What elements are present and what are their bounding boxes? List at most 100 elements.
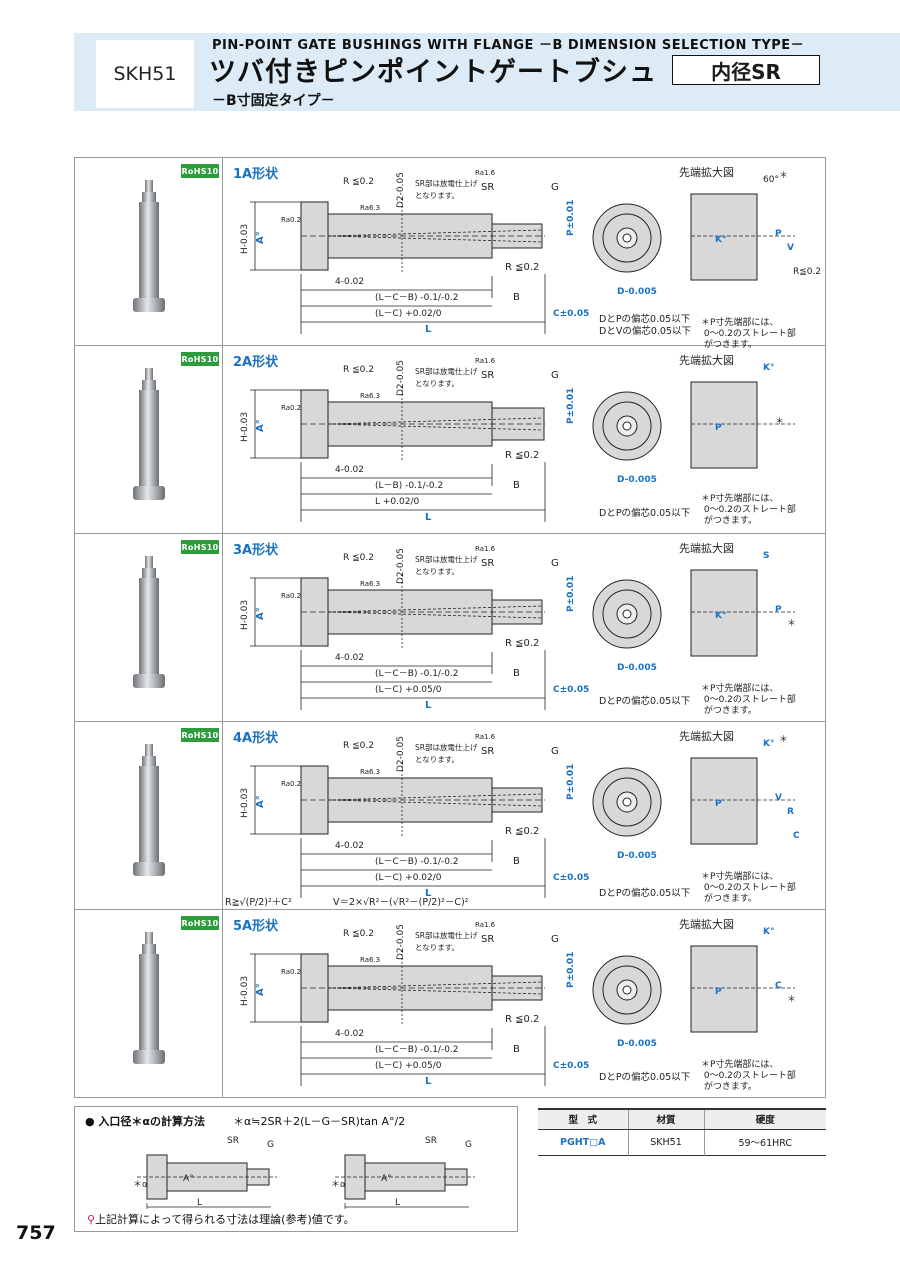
spec-hardness: 59～61HRC <box>738 1138 793 1149</box>
h-label: H-0.03 <box>240 788 250 818</box>
r02-label: R ≦0.2 <box>505 826 539 837</box>
material-box: SKH51 <box>96 40 194 108</box>
dim-line <box>327 981 543 989</box>
eccentricity-note: DとPの偏芯0.05以下 <box>599 508 691 519</box>
length-dim-label: (L－C－B) -0.1/-0.2 <box>375 1045 459 1055</box>
roughness-label: Ra6.3 <box>360 204 380 212</box>
sr-note: SR部は放電仕上げ <box>415 554 478 564</box>
d-label: D-0.005 <box>617 287 657 297</box>
dim-line <box>327 605 543 613</box>
calc-note: ⚲上記計算によって得られる寸法は理論(参考)値です。 <box>87 1211 355 1227</box>
zoom-label-text: V <box>775 793 782 803</box>
r02-label: R ≦0.2 <box>505 638 539 649</box>
length-dim-label: (L－C－B) -0.1/-0.2 <box>375 293 459 303</box>
straight-note: ＊P寸先端部には、 0～0.2のストレート部 がつきます。 <box>701 1060 796 1092</box>
straight-note: ＊P寸先端部には、 0～0.2のストレート部 がつきます。 <box>701 318 796 350</box>
calc-label: SR <box>425 1136 437 1146</box>
zoom-label-text: ＊ <box>779 735 788 745</box>
straight-note: ＊P寸先端部には、 0～0.2のストレート部 がつきます。 <box>701 684 796 716</box>
calc-note-text: 上記計算によって得られる寸法は理論(参考)値です。 <box>95 1213 355 1226</box>
dim-line <box>327 235 543 243</box>
zoom-label-text: K° <box>763 363 774 373</box>
eccentricity-note: DとPの偏芯0.05以下 <box>599 696 691 707</box>
zoom-label-text: K° <box>715 611 726 621</box>
shape-label: 4A形状 <box>233 731 279 746</box>
rohs-badge: RoHS10 <box>181 728 219 742</box>
zoom-label-text: ＊ <box>775 417 784 427</box>
c-label: C±0.05 <box>553 873 589 883</box>
photo-cell: RoHS10 <box>75 722 223 909</box>
zoom-label-text: ＊ <box>787 619 796 629</box>
r-flange-label: R ≦0.2 <box>343 741 374 751</box>
l-label: L <box>425 888 432 899</box>
formula-4a: V＝2×√R²－(√R²－(P/2)²－C)² <box>333 897 469 908</box>
end-view-hole <box>622 421 632 431</box>
length-dim-label: (L－C) +0.05/0 <box>375 685 442 695</box>
roughness-label: Ra0.2 <box>281 404 301 412</box>
zoom-label-text: K° <box>763 739 774 749</box>
end-view-hole <box>622 233 632 243</box>
subtitle: －B寸固定タイプ－ <box>212 93 335 109</box>
formula-4a: R≧√(P/2)²＋C² <box>225 897 292 908</box>
l-label: L <box>425 1076 432 1087</box>
spec-part-number: PGHT□A <box>538 1129 629 1155</box>
rohs-badge: RoHS10 <box>181 352 219 366</box>
b-label: B <box>513 480 520 491</box>
zoom-label: 先端拡大図 <box>679 166 734 179</box>
d2-label: D2-0.05 <box>396 924 406 960</box>
roughness-label: Ra0.2 <box>281 968 301 976</box>
end-view-hole <box>622 609 632 619</box>
p-label: P±0.01 <box>566 200 576 236</box>
calc-label: A° <box>183 1174 194 1184</box>
h-label: H-0.03 <box>240 224 250 254</box>
b-label: B <box>513 856 520 867</box>
zoom-label-text: V <box>787 243 794 253</box>
c-label: C±0.05 <box>553 1061 589 1071</box>
roughness-label: Ra6.3 <box>360 768 380 776</box>
calc-label: G <box>465 1140 472 1150</box>
shape-label: 2A形状 <box>233 355 279 370</box>
zoom-label-text: K° <box>715 235 726 245</box>
dim-line <box>327 417 543 425</box>
length-dim-label: (L－C－B) -0.1/-0.2 <box>375 857 459 867</box>
english-title: PIN-POINT GATE BUSHINGS WITH FLANGE －B D… <box>212 38 805 53</box>
rohs-badge: RoHS10 <box>181 916 219 930</box>
rohs-badge: RoHS10 <box>181 540 219 554</box>
sr-note: SR部は放電仕上げ <box>415 366 478 376</box>
d-label: D-0.005 <box>617 1039 657 1049</box>
product-photo <box>133 932 165 1064</box>
sr-note: となります。 <box>415 379 459 388</box>
zoom-label-text: R≦0.2 <box>793 267 821 277</box>
sr-note: SR部は放電仕上げ <box>415 178 478 188</box>
r-flange-label: R ≦0.2 <box>343 365 374 375</box>
end-view-hole <box>622 985 632 995</box>
r02-label: R ≦0.2 <box>505 262 539 273</box>
zoom-label-text: P <box>715 423 722 433</box>
zoom-view <box>690 569 758 657</box>
calc-label: L <box>395 1198 400 1208</box>
inner-sr-box: 内径SR <box>672 55 820 85</box>
zoom-label-text: P <box>715 987 722 997</box>
inner-sr-label: 内径SR <box>711 59 781 84</box>
calc-title: ● 入口径＊αの計算方法 <box>85 1115 205 1128</box>
d2-label: D2-0.05 <box>396 548 406 584</box>
page-number: 757 <box>16 1222 56 1244</box>
roughness-label: Ra0.2 <box>281 592 301 600</box>
zoom-label: 先端拡大図 <box>679 918 734 931</box>
zoom-label-text: C <box>775 981 782 991</box>
a-angle-label: A° <box>255 231 266 244</box>
sr-note: となります。 <box>415 755 459 764</box>
zoom-label-text: ＊ <box>779 171 788 181</box>
shape-label: 5A形状 <box>233 919 279 934</box>
four-dim-label: 4-0.02 <box>335 465 364 475</box>
calc-label: ＊α <box>331 1180 346 1190</box>
zoom-label-text: ＊ <box>787 995 796 1005</box>
zoom-label: 先端拡大図 <box>679 354 734 367</box>
dim-line <box>327 793 543 801</box>
d2-label: D2-0.05 <box>396 172 406 208</box>
dim-line <box>327 423 543 431</box>
product-photo <box>133 368 165 500</box>
